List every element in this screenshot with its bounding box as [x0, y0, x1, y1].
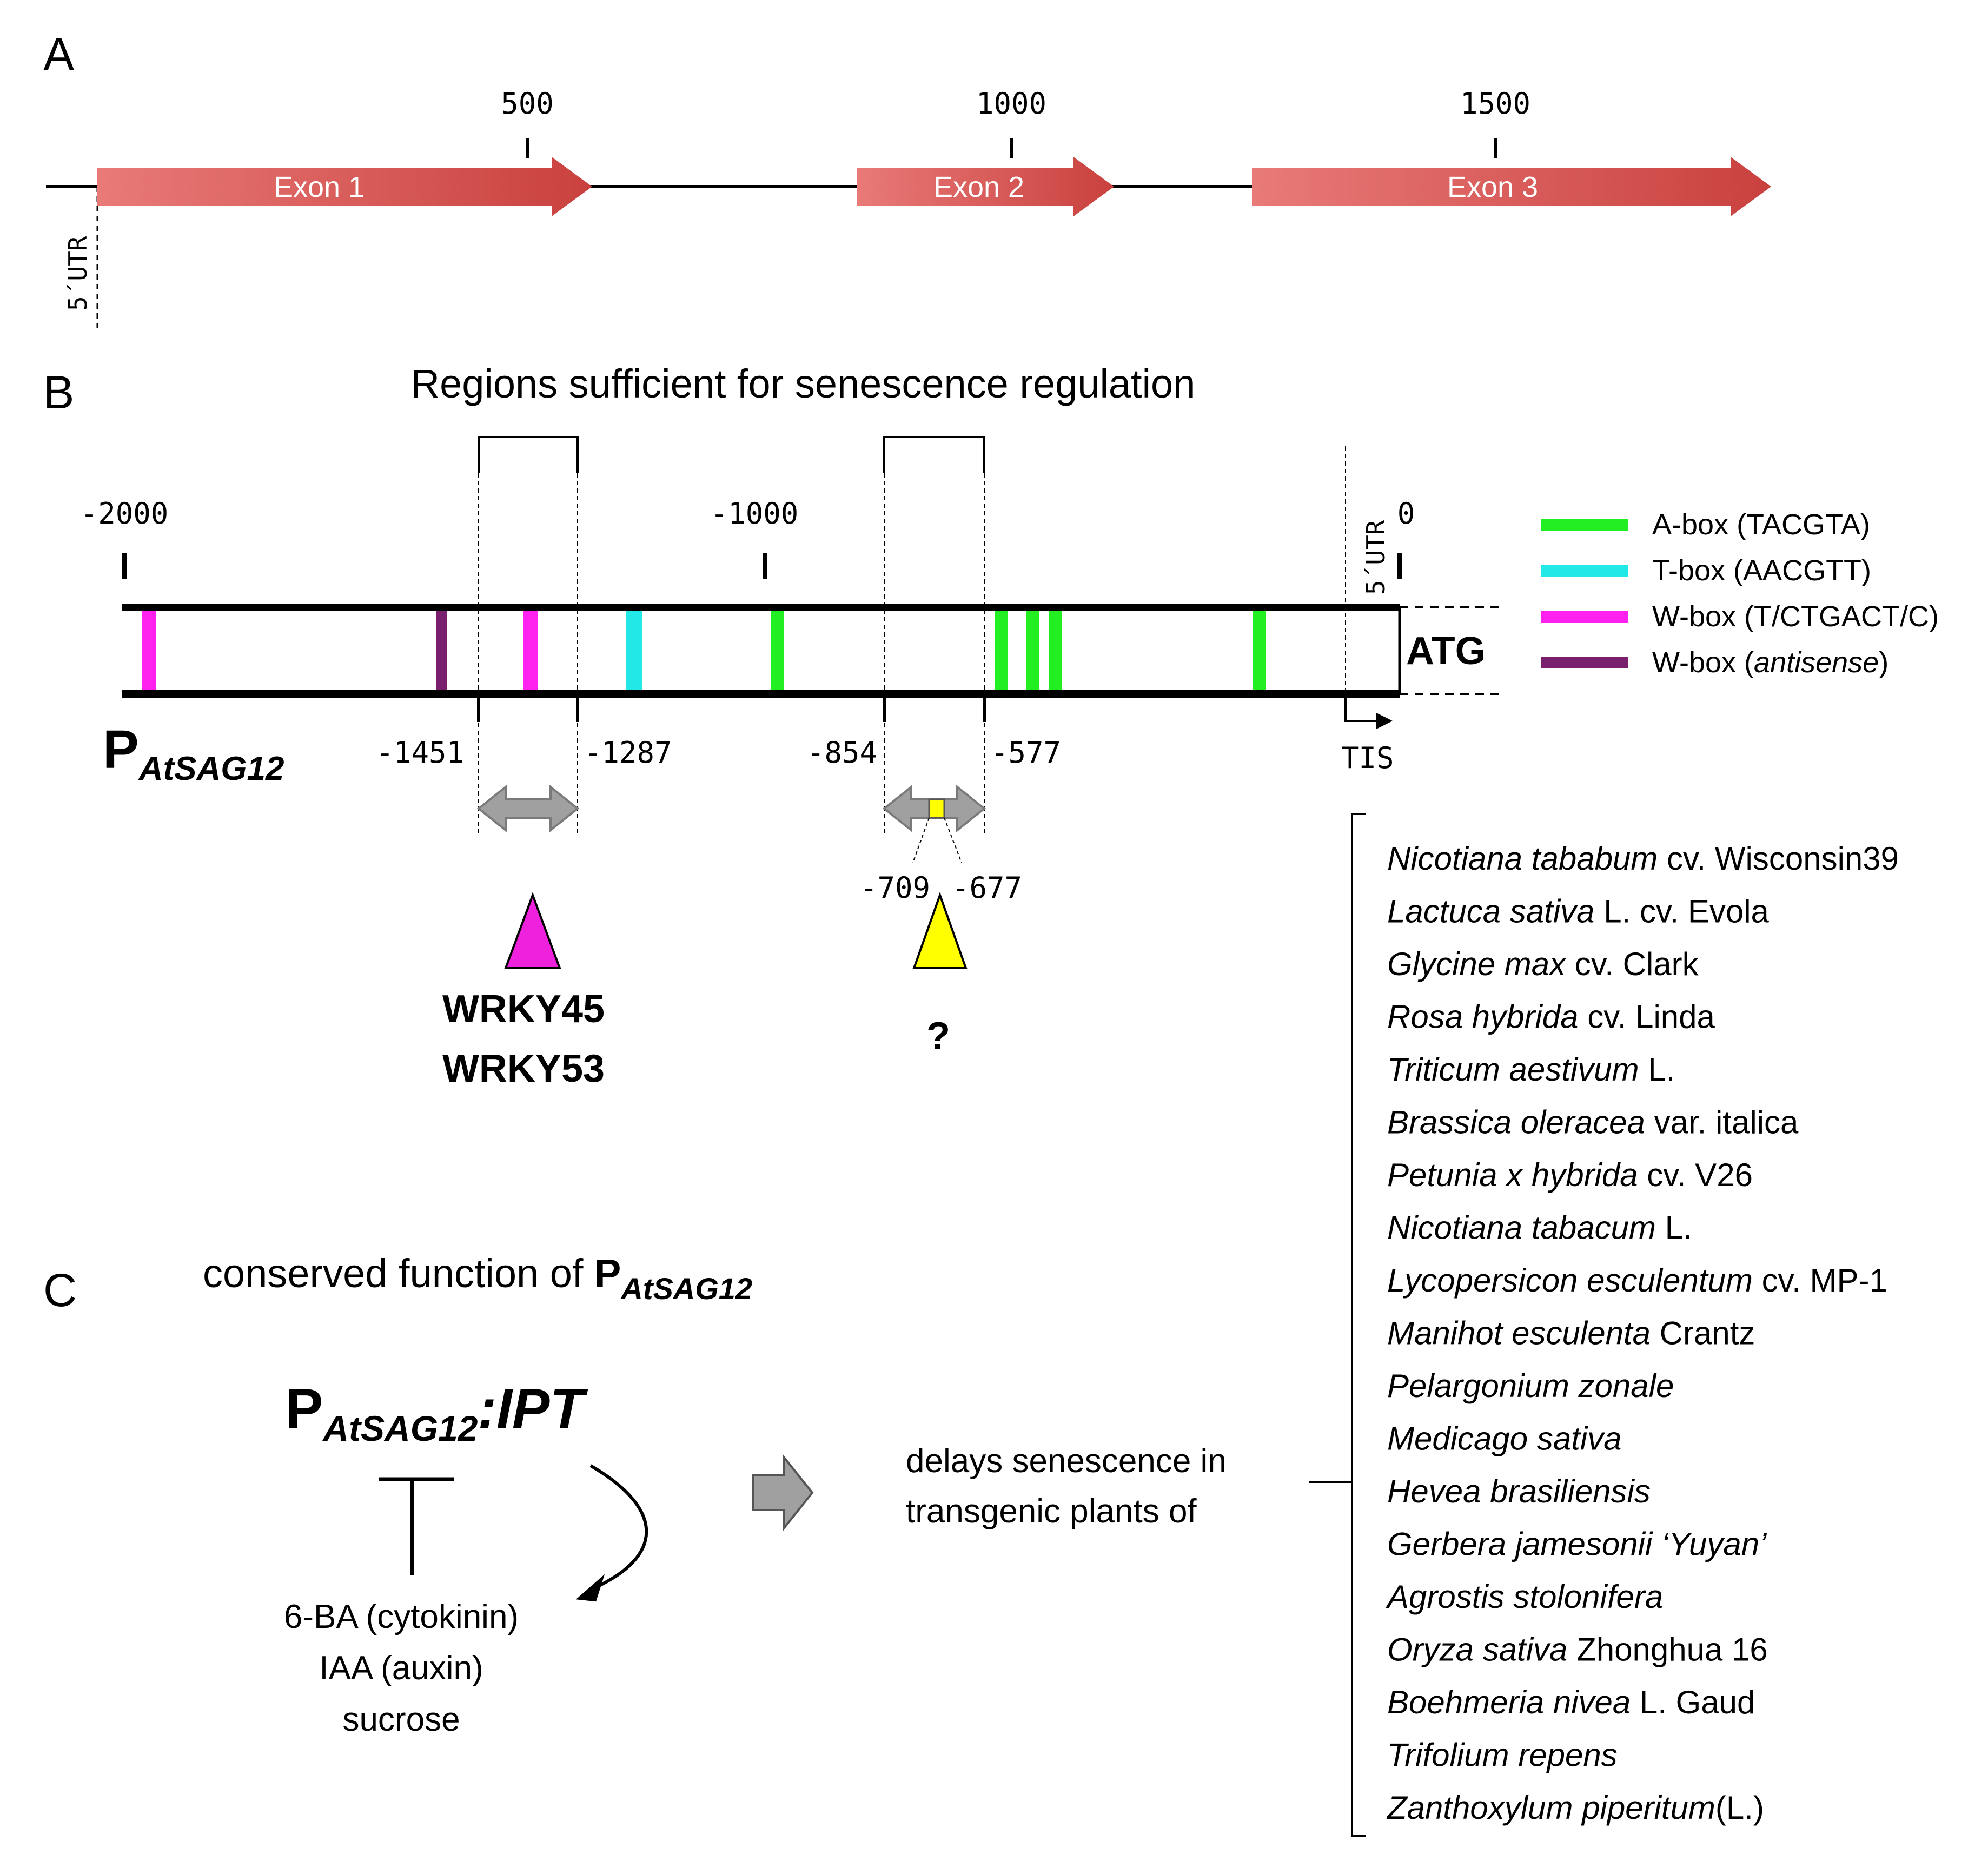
species-item: Medicago sativa: [1387, 1421, 1622, 1457]
pos-709: -709: [860, 871, 930, 905]
exon-2-arrow: [857, 157, 1114, 216]
tick-label-1000: 1000: [976, 87, 1046, 121]
species-list: Nicotiana tababum cv. Wisconsin39Lactuca…: [1386, 840, 1899, 1826]
species-item: Boehmeria nivea L. Gaud: [1387, 1684, 1755, 1720]
promoter-name: PAtSAG12: [103, 719, 284, 787]
species-item: Nicotiana tababum cv. Wisconsin39: [1387, 840, 1899, 877]
effect-line-1: delays senescence in: [906, 1442, 1227, 1480]
species-item: Trifolium repens: [1387, 1737, 1618, 1773]
tick-label-500: 500: [501, 87, 554, 121]
species-item: Pelargonium zonale: [1387, 1368, 1674, 1404]
species-item: Agrostis stolonifera: [1386, 1579, 1663, 1615]
region-bracket-2: [883, 436, 985, 473]
species-item: Brassica oleracea var. italica: [1387, 1104, 1799, 1141]
legend-a-box: A-box (TACGTA): [1652, 508, 1870, 541]
species-item: Glycine max cv. Clark: [1387, 946, 1699, 982]
regions-heading: Regions sufficient for senescence regula…: [411, 361, 1196, 406]
panel-b-letter: B: [43, 367, 74, 419]
wrky53-label: WRKY53: [442, 1047, 605, 1090]
exon-2-label: Exon 2: [933, 171, 1024, 203]
inducer-cytokinin: 6-BA (cytokinin): [284, 1598, 519, 1636]
a-box-motif: [1026, 608, 1039, 694]
a-box-motif: [1049, 608, 1062, 694]
species-item: Lactuca sativa L. cv. Evola: [1387, 893, 1770, 930]
result-arrow: [752, 1454, 814, 1531]
yellow-subregion: [928, 798, 945, 819]
pos-577: -577: [991, 736, 1061, 770]
species-item: Oryza sativa Zhonghua 16: [1387, 1632, 1768, 1668]
species-item: Lycopersicon esculentum cv. MP-1: [1387, 1262, 1887, 1299]
w-box-antisense-motif: [436, 608, 447, 694]
species-item: Hevea brasiliensis: [1387, 1473, 1651, 1509]
tis-label: TIS: [1341, 741, 1394, 775]
panel-b: B Regions sufficient for senescence regu…: [43, 361, 1939, 1090]
panel-c-letter: C: [43, 1264, 77, 1316]
tick-label-1500: 1500: [1460, 87, 1530, 121]
legend-w-box-antisense: W-box (antisense): [1652, 646, 1888, 679]
promoter-tick-2000: -2000: [81, 496, 169, 531]
inducer-auxin: IAA (auxin): [319, 1650, 483, 1687]
species-item: Triticum aestivum L.: [1387, 1051, 1675, 1088]
species-item: Zanthoxylum piperitum(L.): [1386, 1790, 1764, 1826]
a-box-motif: [1253, 608, 1266, 694]
legend-t-box: T-box (AACGTT): [1652, 554, 1871, 587]
feedback-curved-arrow: [588, 1464, 648, 1592]
exon-1-label: Exon 1: [274, 171, 365, 203]
promoter-tick-0: 0: [1397, 496, 1415, 531]
t-box-motif: [626, 608, 642, 694]
species-item: Gerbera jamesonii ‘Yuyan’: [1387, 1526, 1767, 1562]
a-box-motif: [771, 608, 784, 694]
species-item: Nicotiana tabacum L.: [1387, 1210, 1692, 1246]
pos-1287: -1287: [584, 736, 672, 770]
species-item: Manihot esculenta Crantz: [1387, 1315, 1755, 1352]
promoter-tick-1000: -1000: [711, 496, 799, 531]
atg-label: ATG: [1406, 630, 1486, 673]
wrky45-label: WRKY45: [442, 988, 605, 1031]
region-1-double-arrow: [476, 784, 580, 833]
inducer-sucrose: sucrose: [342, 1701, 460, 1738]
conserved-heading: conserved function of PAtSAG12: [203, 1251, 752, 1306]
panel-a: A 500 1000 1500 5´UTR Exon 1 Exon 2 Exon…: [43, 29, 1771, 330]
panel-c: C conserved function of PAtSAG12 PAtSAG1…: [43, 813, 1899, 1837]
panel-a-letter: A: [43, 29, 75, 81]
construct-label: PAtSAG12:IPT: [286, 1378, 588, 1448]
exon-3-label: Exon 3: [1447, 171, 1538, 203]
species-item: Rosa hybrida cv. Linda: [1387, 999, 1715, 1035]
pos-854: -854: [807, 736, 877, 770]
unknown-binding-triangle: [912, 892, 968, 969]
exon-1-arrow: [97, 157, 592, 216]
a-box-motif: [995, 608, 1008, 694]
w-box-motif: [142, 608, 156, 694]
w-box-motif: [523, 608, 538, 694]
unknown-factor-label: ?: [926, 1015, 950, 1058]
effect-line-2: transgenic plants of: [906, 1493, 1197, 1530]
wrky-binding-triangle: [504, 892, 561, 969]
region-bracket-1: [478, 436, 579, 473]
tis-arrow: [1344, 694, 1382, 722]
legend-w-box: W-box (T/CTGACT/C): [1652, 600, 1939, 633]
pos-677: -677: [952, 871, 1022, 905]
pos-1451: -1451: [376, 736, 464, 770]
promoter-utr-label: 5´UTR: [1361, 520, 1390, 595]
exon-3-arrow: [1252, 157, 1771, 216]
species-item: Petunia x hybrida cv. V26: [1387, 1157, 1753, 1193]
utr-label: 5´UTR: [63, 236, 92, 311]
motif-legend: A-box (TACGTA) T-box (AACGTT) W-box (T/C…: [1541, 508, 1939, 679]
species-bracket: [1351, 813, 1366, 1837]
